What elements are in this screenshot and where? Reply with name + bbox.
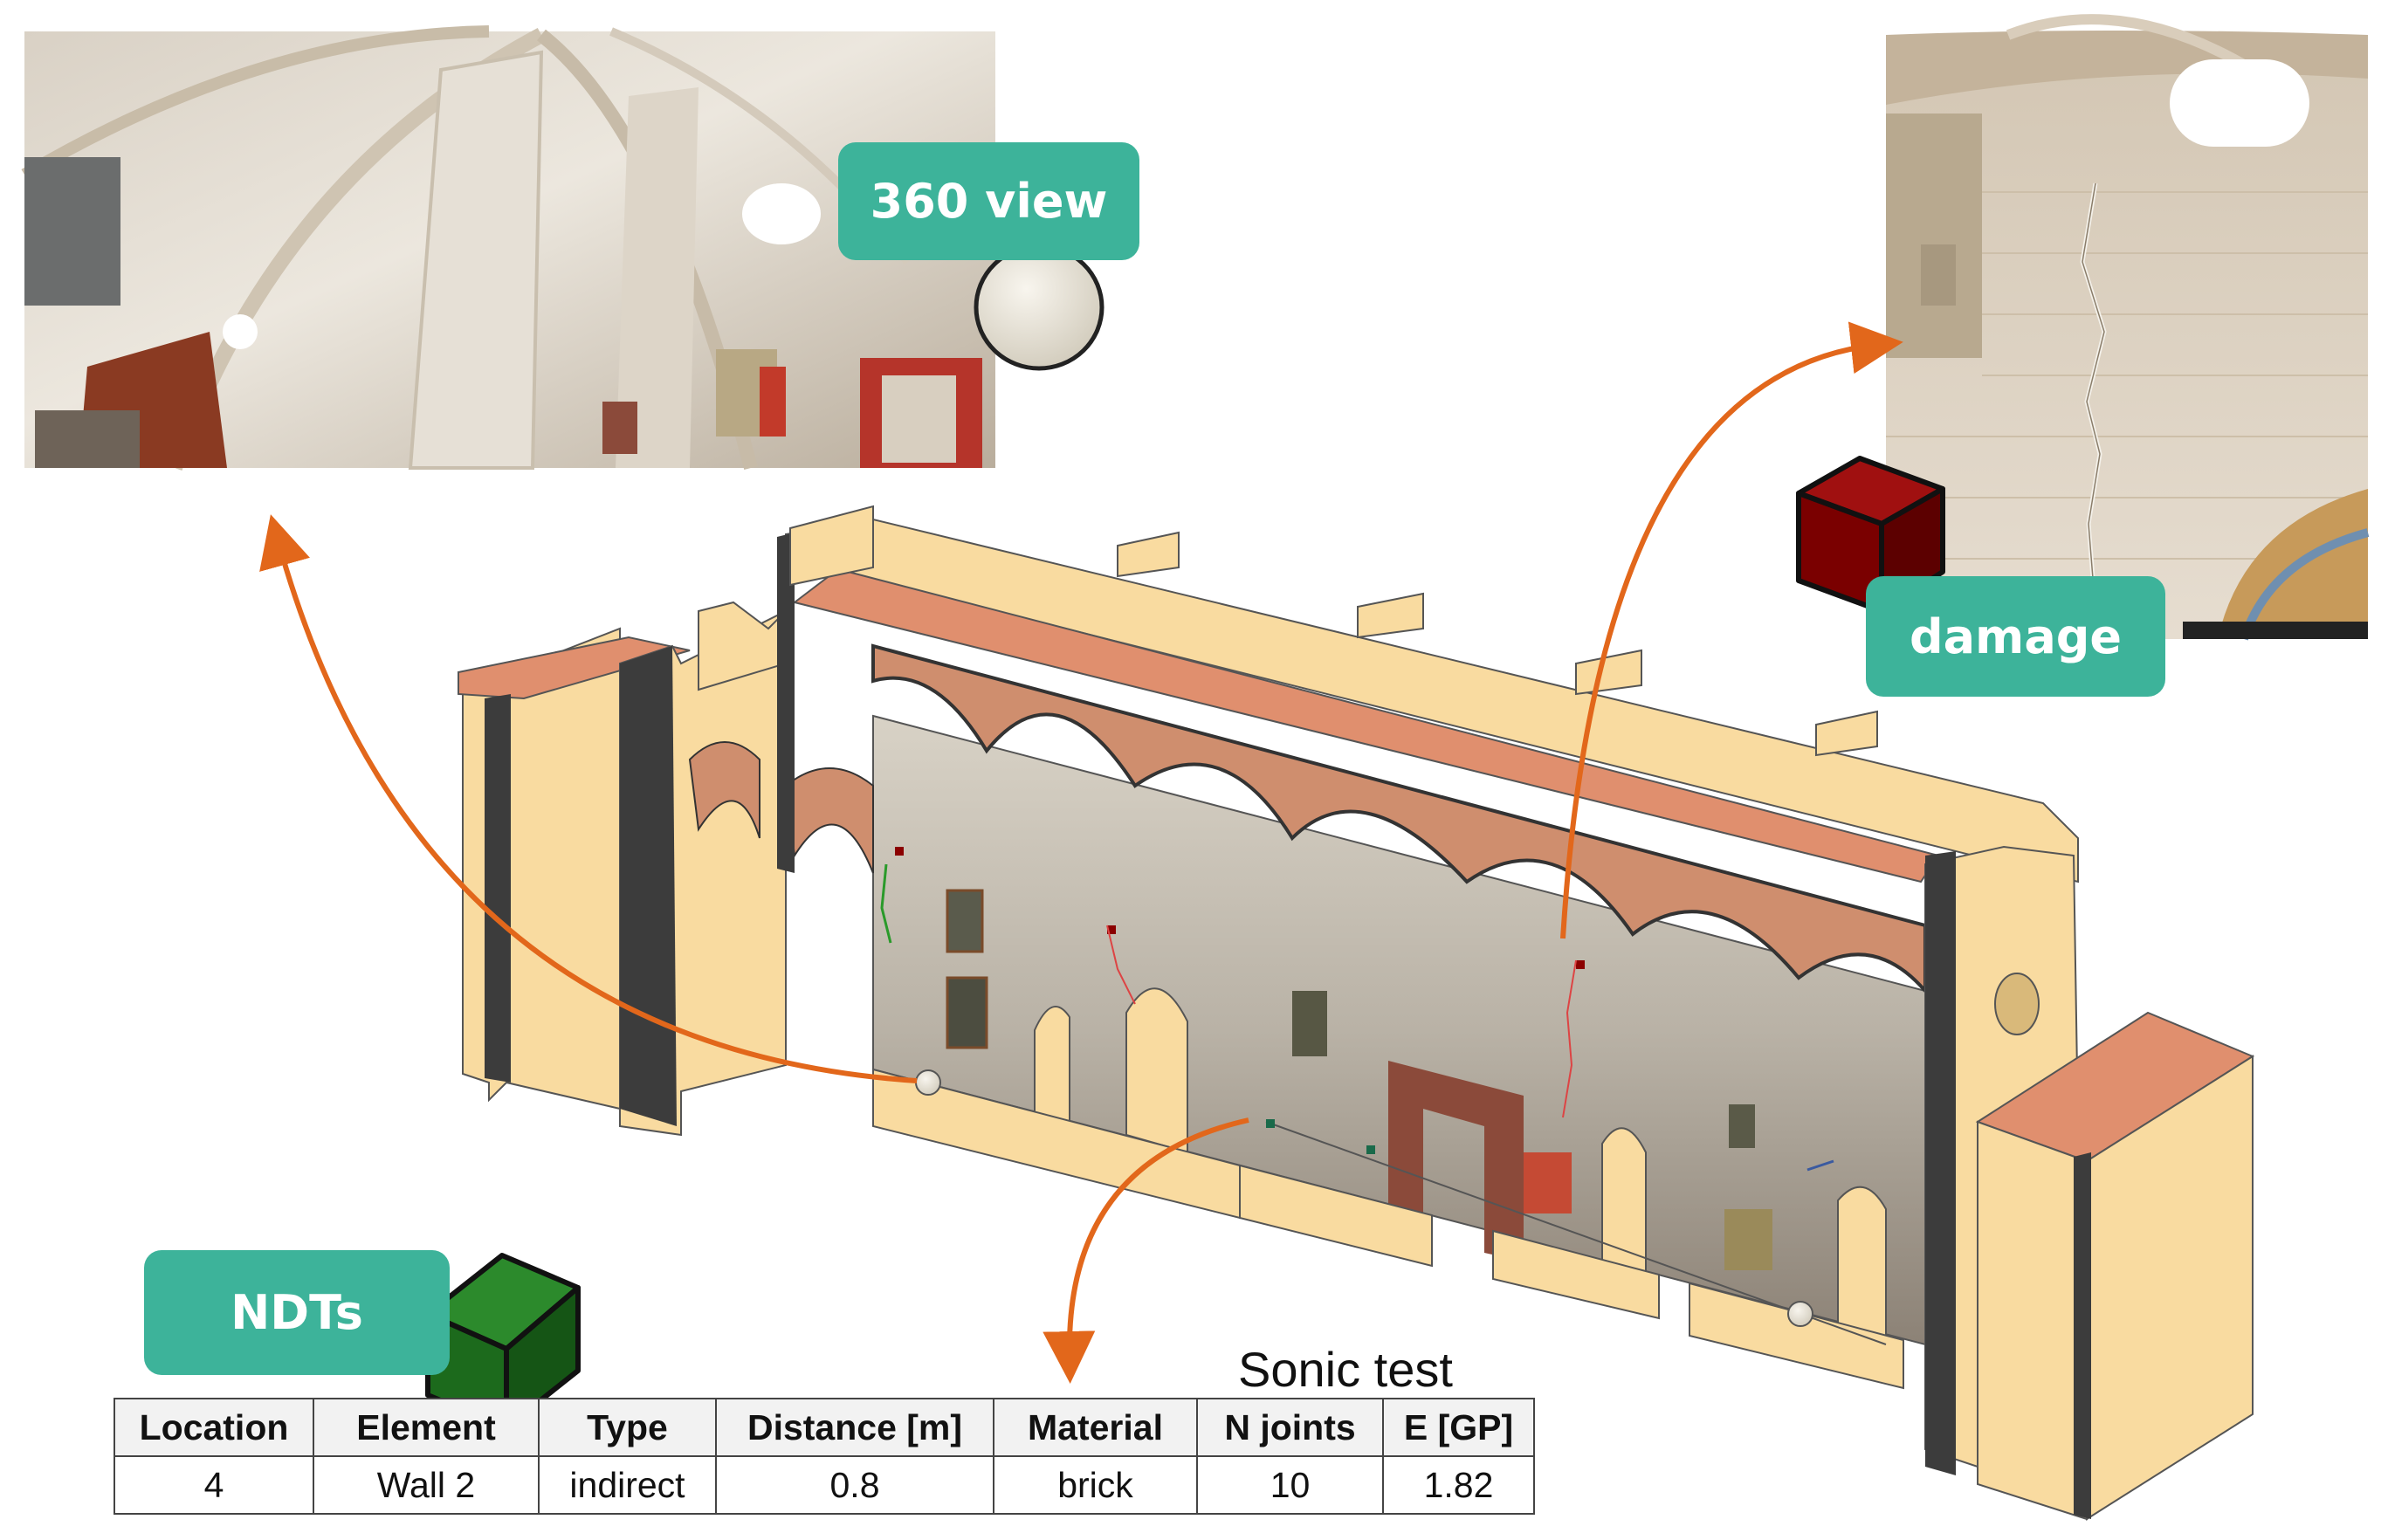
header-distance: Distance [m]	[715, 1398, 994, 1457]
sonic-test-title: Sonic test	[1238, 1342, 1453, 1397]
header-type: Type	[538, 1398, 717, 1457]
table-row: 4 Wall 2 indirect 0.8 brick 10 1.82	[114, 1455, 1535, 1515]
arrow-to-360-view	[259, 514, 918, 1083]
cell-e-gp: 1.82	[1382, 1455, 1535, 1515]
cell-type: indirect	[538, 1455, 717, 1515]
view360-label: 360 view	[838, 142, 1139, 260]
damage-label: damage	[1866, 576, 2165, 697]
cell-material: brick	[993, 1455, 1198, 1515]
sphere-icon	[974, 244, 1104, 371]
building-model	[458, 505, 2255, 1521]
photo-damage	[1886, 14, 2370, 641]
header-e-gp: E [GP]	[1382, 1398, 1535, 1457]
header-element: Element	[313, 1398, 540, 1457]
cell-distance: 0.8	[715, 1455, 994, 1515]
photo-360-view	[21, 25, 995, 471]
header-material: Material	[993, 1398, 1198, 1457]
sonic-test-table: Location Element Type Distance [m] Mater…	[114, 1398, 1535, 1515]
arrow-to-damage-photo	[1560, 321, 1903, 939]
ndts-label: NDTs	[144, 1250, 450, 1375]
header-location: Location	[114, 1398, 314, 1457]
cell-n-joints: 10	[1196, 1455, 1384, 1515]
arrow-to-sonic-test	[1043, 1117, 1249, 1384]
cell-location: 4	[114, 1455, 314, 1515]
header-n-joints: N joints	[1196, 1398, 1384, 1457]
cell-element: Wall 2	[313, 1455, 540, 1515]
table-header-row: Location Element Type Distance [m] Mater…	[114, 1398, 1535, 1457]
